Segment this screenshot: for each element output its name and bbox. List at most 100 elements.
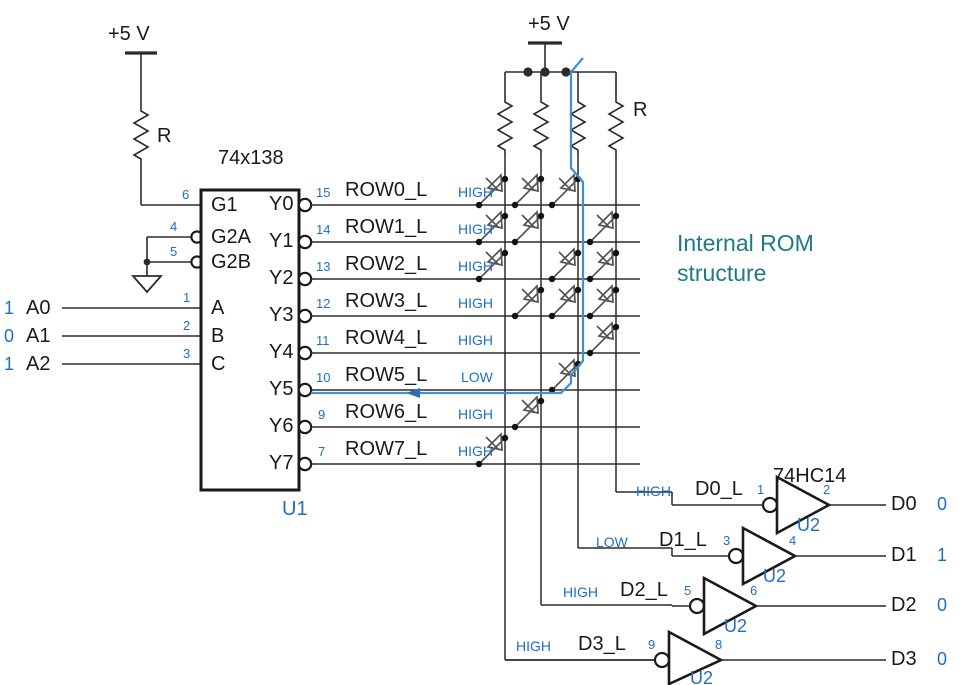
row-net-0: ROW0_L xyxy=(345,179,428,201)
output-value-d0: 0 xyxy=(937,494,948,514)
decoder-pinnum-y3: 12 xyxy=(316,296,331,311)
diode-row3 xyxy=(511,285,620,320)
inverter-refdes-d1: U2 xyxy=(763,566,787,586)
row-net-4: ROW4_L xyxy=(345,327,428,349)
decoder-output-y4: Y4 xyxy=(269,341,294,363)
inverter-refdes-d2: U2 xyxy=(724,616,748,636)
inverter-outpin-d1: 4 xyxy=(789,533,797,548)
diode-row6 xyxy=(511,396,545,431)
row-level-4: HIGH xyxy=(458,332,493,348)
row-level-6: HIGH xyxy=(458,406,493,422)
address-signal-a0: A0 xyxy=(26,297,51,319)
column-pullup-resistors xyxy=(497,72,624,660)
inverter-gate-d2 xyxy=(671,575,886,637)
active-current-path-highlight xyxy=(311,57,585,398)
decoder-output-nets xyxy=(297,197,640,472)
inverter-input-level-d3: HIGH xyxy=(516,638,551,654)
row-level-0: HIGH xyxy=(458,184,493,200)
annotation-line-2: structure xyxy=(677,260,767,286)
output-net-d1: D1 xyxy=(891,544,917,566)
decoder-pin-b: B xyxy=(211,325,225,347)
address-signal-a1: A1 xyxy=(26,325,51,347)
decoder-body xyxy=(199,188,301,492)
decoder-pinnum-y2: 13 xyxy=(316,259,331,274)
inverter-outpin-d0: 2 xyxy=(823,482,831,497)
output-net-d2: D2 xyxy=(891,594,917,616)
matrix-power-rail xyxy=(505,41,616,77)
inverter-input-net-d2: D2_L xyxy=(620,579,668,601)
inverter-input-net-d0: D0_L xyxy=(695,478,743,500)
left-power-label: +5 V xyxy=(108,23,150,45)
inverter-inpin-d2: 5 xyxy=(684,583,692,598)
output-net-d3: D3 xyxy=(891,648,917,670)
row-level-5: LOW xyxy=(461,369,493,385)
decoder-output-y6: Y6 xyxy=(269,415,294,437)
inverter-outpin-d3: 8 xyxy=(715,637,723,652)
row-net-3: ROW3_L xyxy=(345,290,428,312)
decoder-pinnum-g2b: 5 xyxy=(170,244,178,259)
inverter-gate-d1 xyxy=(671,525,886,587)
inverter-gate-d0 xyxy=(671,474,886,536)
inverter-refdes-d3: U2 xyxy=(690,668,714,685)
annotation-line-1: Internal ROM xyxy=(677,230,814,256)
matrix-power-label: +5 V xyxy=(528,13,570,35)
row-net-7: ROW7_L xyxy=(345,438,428,460)
output-value-d2: 0 xyxy=(937,595,948,615)
inverter-part-number: 74HC14 xyxy=(773,465,847,487)
decoder-output-y3: Y3 xyxy=(269,304,294,326)
decoder-output-y2: Y2 xyxy=(269,267,294,289)
inverter-outpin-d2: 6 xyxy=(750,583,758,598)
inverter-input-level-d1: LOW xyxy=(596,534,628,550)
row-net-2: ROW2_L xyxy=(345,253,428,275)
ground-network xyxy=(131,236,192,294)
row-level-7: HIGH xyxy=(458,443,493,459)
decoder-output-y1: Y1 xyxy=(269,230,294,252)
left-resistor-label: R xyxy=(157,125,172,147)
decoder-pinnum-c: 3 xyxy=(183,346,191,361)
decoder-pin-a: A xyxy=(211,297,225,319)
address-value-a1: 0 xyxy=(4,326,15,346)
row-net-1: ROW1_L xyxy=(345,216,428,238)
row-level-3: HIGH xyxy=(458,295,493,311)
address-value-a0: 1 xyxy=(4,298,15,318)
inverter-refdes-d0: U2 xyxy=(797,515,821,535)
address-input-wires xyxy=(62,307,201,365)
diode-row5-active xyxy=(548,359,582,394)
decoder-pinnum-a: 1 xyxy=(183,290,191,305)
decoder-output-y5: Y5 xyxy=(269,378,294,400)
row-level-1: HIGH xyxy=(458,221,493,237)
decoder-pinnum-g2a: 4 xyxy=(170,219,178,234)
inverter-inpin-d3: 9 xyxy=(648,637,656,652)
row-level-2: HIGH xyxy=(458,258,493,274)
decoder-pinnum-y5: 10 xyxy=(316,370,331,385)
decoder-pinnum-y4: 11 xyxy=(316,333,330,348)
diode-row2 xyxy=(475,248,620,283)
decoder-pinnum-y7: 7 xyxy=(318,444,326,459)
row-net-6: ROW6_L xyxy=(345,401,428,423)
decoder-pin-g1: G1 xyxy=(211,194,238,216)
inverter-inpin-d0: 1 xyxy=(757,482,765,497)
inverter-input-level-d0: HIGH xyxy=(636,483,671,499)
diode-row7 xyxy=(475,433,509,468)
decoder-pinnum-b: 2 xyxy=(183,318,191,333)
decoder-output-y7: Y7 xyxy=(269,452,294,474)
address-signal-a2: A2 xyxy=(26,353,51,375)
decoder-pin-g2b: G2B xyxy=(211,251,252,273)
diode-row0 xyxy=(475,174,582,209)
output-value-d3: 0 xyxy=(937,649,948,669)
decoder-pin-g2a: G2A xyxy=(211,226,252,248)
inverter-inpin-d1: 3 xyxy=(723,533,731,548)
decoder-ref-des: U1 xyxy=(282,498,308,520)
decoder-pinnum-y6: 9 xyxy=(318,407,326,422)
output-net-d0: D0 xyxy=(891,493,917,515)
inverter-input-net-d3: D3_L xyxy=(578,633,626,655)
inverter-input-level-d2: HIGH xyxy=(563,584,598,600)
diode-row4 xyxy=(586,322,620,357)
decoder-part-number: 74x138 xyxy=(218,147,284,169)
decoder-pin-c: C xyxy=(211,353,226,375)
decoder-pinnum-y0: 15 xyxy=(316,185,331,200)
output-value-d1: 1 xyxy=(937,545,948,565)
decoder-output-y0: Y0 xyxy=(269,193,294,215)
decoder-pinnum-y1: 14 xyxy=(316,222,331,237)
